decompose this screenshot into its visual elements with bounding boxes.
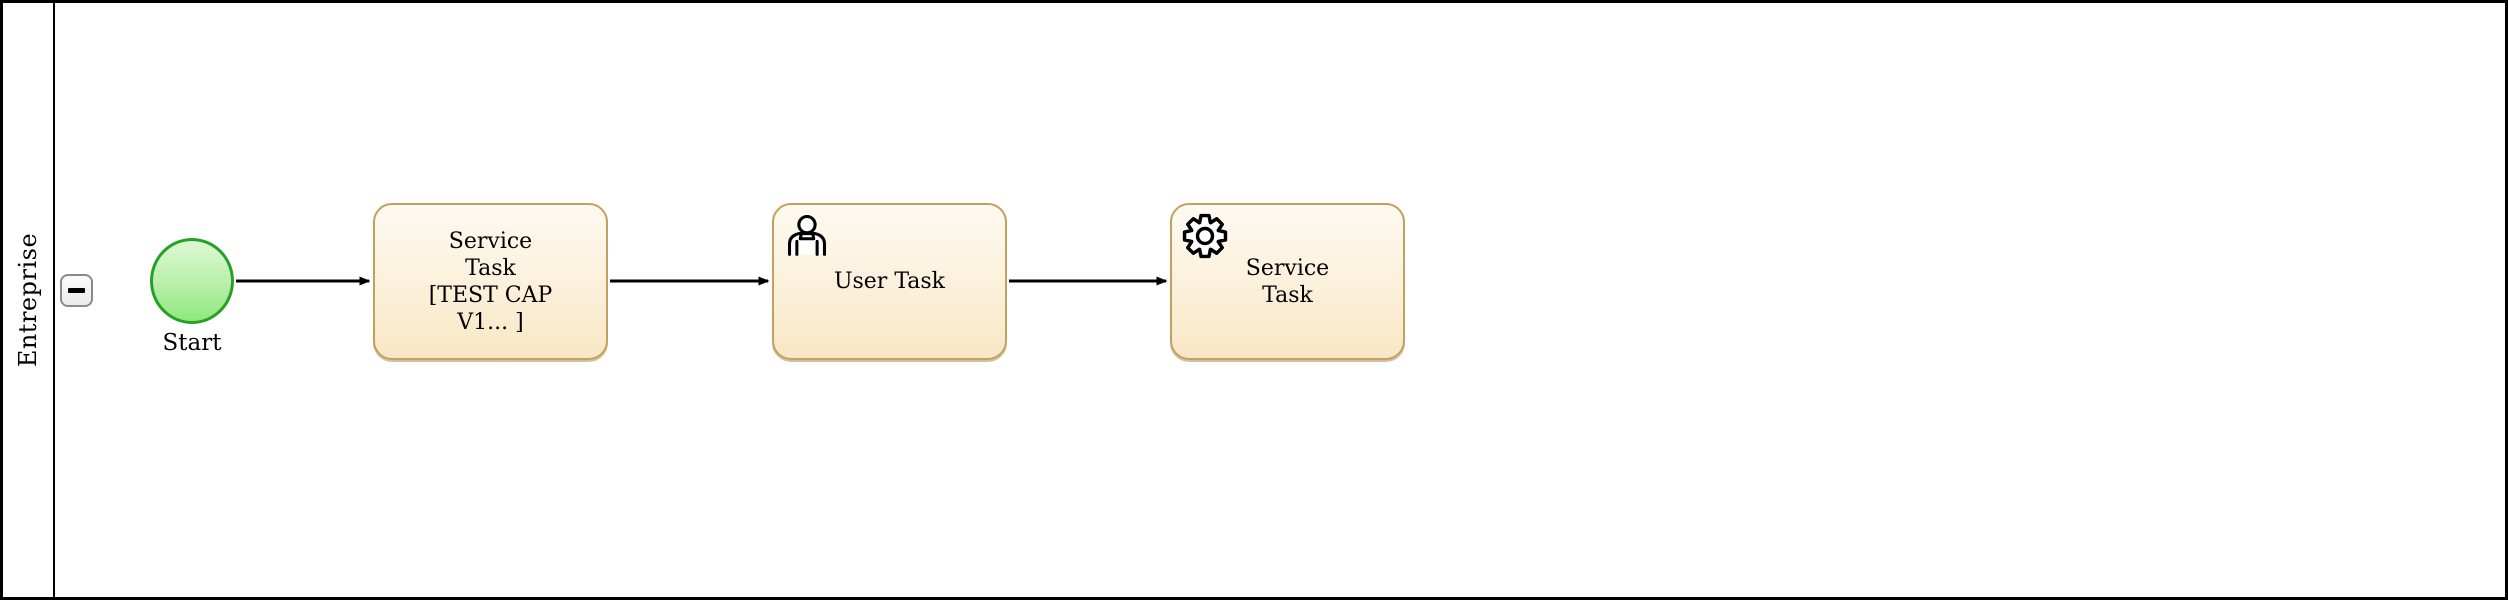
start-event[interactable] [150,238,234,324]
user-icon [787,214,827,256]
pool-name-label: Entreprise [14,232,43,368]
minus-icon [68,288,85,293]
gear-icon [1182,213,1228,259]
task-service-1[interactable]: Service Task [TEST CAP V1... ] [373,203,608,360]
task-user[interactable]: User Task [772,203,1007,360]
task-label: Service Task [1245,255,1330,308]
task-label: User Task [833,269,946,294]
pool-collapse-button[interactable] [60,274,93,307]
task-service-2[interactable]: Service Task [1170,203,1405,360]
start-event-label: Start [162,330,222,356]
task-label: Service Task [TEST CAP V1... ] [428,228,553,335]
pool-label-band: Entreprise [3,3,55,597]
